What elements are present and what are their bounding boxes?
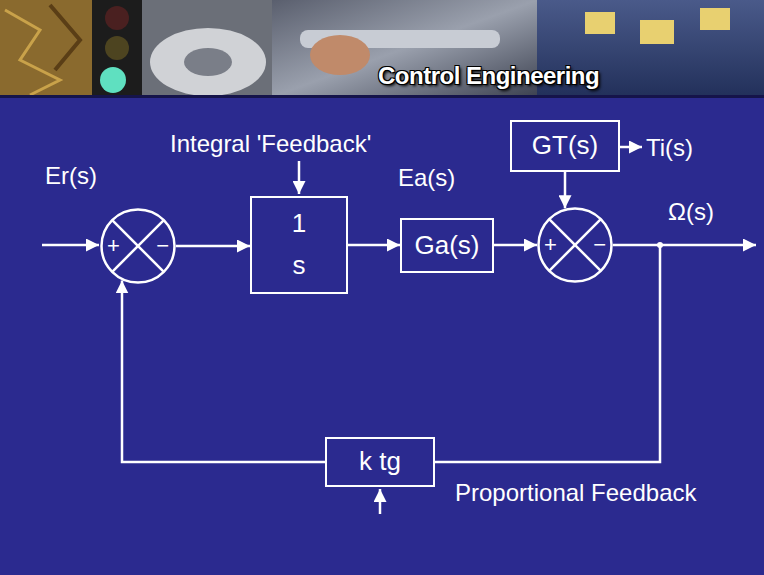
connector — [640, 20, 674, 44]
transfer-block: GT(s) — [510, 120, 620, 172]
signal-name: Ω(s) — [668, 198, 714, 226]
signal-name: Ea(s) — [398, 164, 455, 192]
traffic-lamp — [105, 36, 129, 60]
collage-texture — [50, 5, 80, 70]
junction-cross — [549, 219, 601, 271]
junction-cross — [549, 219, 601, 271]
gain-block: k tg — [325, 437, 435, 487]
signal-line — [564, 172, 567, 208]
traffic-lamp — [105, 6, 129, 30]
integrator-block: 1s — [250, 196, 348, 294]
connector — [585, 12, 615, 34]
sign-mark: + — [107, 235, 120, 257]
transfer-block: Ga(s) — [400, 218, 494, 273]
summing-junction: +− — [100, 208, 176, 284]
input-arrow — [42, 244, 99, 247]
output-arrow — [660, 244, 756, 247]
collage-left — [0, 0, 92, 97]
pointer-arrow — [298, 161, 301, 194]
junction-circle — [102, 210, 175, 283]
block-text: 1 — [292, 209, 306, 239]
junction-circle — [539, 209, 612, 282]
connector — [700, 8, 730, 30]
junction-cross — [112, 220, 164, 272]
signal-name: Er(s) — [45, 162, 97, 190]
signal-line — [348, 244, 400, 247]
signal-line — [176, 245, 250, 248]
traffic-light — [92, 0, 142, 97]
hand — [310, 35, 370, 75]
block-text: Ga(s) — [415, 231, 480, 261]
junction-cross — [112, 220, 164, 272]
disc-hub — [184, 48, 232, 76]
traffic-lamp — [100, 67, 126, 93]
disc — [150, 28, 266, 96]
sign-mark: − — [156, 235, 169, 257]
sign-mark: + — [544, 234, 557, 256]
banner-photo — [0, 0, 764, 98]
signal-line — [435, 245, 660, 462]
summing-junction: +− — [537, 207, 613, 283]
banner-edge — [0, 95, 764, 98]
photo-panel — [142, 0, 272, 97]
sign-mark: − — [593, 234, 606, 256]
block-text: GT(s) — [532, 131, 598, 161]
annotation: Integral 'Feedback' — [170, 130, 371, 158]
block-text: k tg — [359, 447, 401, 477]
signal-line — [122, 280, 325, 462]
signal-line — [494, 244, 537, 247]
signal-name: Ti(s) — [646, 134, 693, 162]
annotation: Proportional Feedback — [455, 479, 696, 507]
pointer-arrow — [379, 489, 382, 514]
block-text: s — [293, 251, 306, 281]
banner-title: Control Engineering — [378, 62, 599, 90]
collage-texture — [5, 10, 60, 95]
banner-ground — [0, 0, 764, 97]
pointer-arrow — [620, 146, 642, 149]
